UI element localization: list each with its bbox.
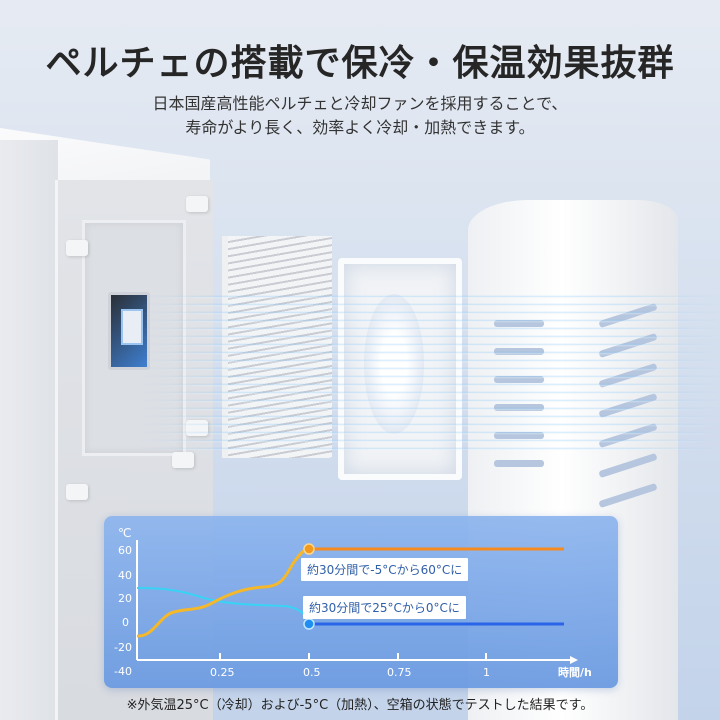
x-axis-arrow-icon bbox=[570, 656, 578, 664]
heating-callout: 約30分間で-5°Cから60°Cに bbox=[301, 558, 469, 581]
cooling-callout: 約30分間で25°Cから0°Cに bbox=[303, 596, 466, 619]
y-tick-label: 60 bbox=[118, 544, 132, 557]
y-tick-label: 40 bbox=[118, 569, 132, 582]
y-unit-label: ℃ bbox=[118, 526, 131, 540]
x-tick-label: 1 bbox=[483, 666, 490, 679]
mount-peg bbox=[172, 452, 194, 468]
subtitle-line-2: 寿命がより長く、効率よく冷却・加熱できます。 bbox=[185, 118, 535, 137]
temperature-chart: ℃ 60 40 20 0 -20 -40 0.25 0.5 0.75 1 時間/… bbox=[104, 516, 618, 688]
y-tick-label: -20 bbox=[114, 641, 132, 654]
heating-point bbox=[303, 543, 315, 555]
cooler-box-side bbox=[0, 140, 58, 720]
y-tick-label: 0 bbox=[122, 616, 129, 629]
y-tick-label: 20 bbox=[118, 592, 132, 605]
y-tick-label: -40 bbox=[114, 665, 132, 678]
x-axis-title: 時間/h bbox=[558, 665, 592, 679]
airflow-lines bbox=[140, 290, 720, 450]
subtitle: 日本国産高性能ペルチェと冷却ファンを採用することで、 寿命がより長く、効率よく冷… bbox=[0, 92, 720, 140]
mount-peg bbox=[186, 196, 208, 212]
cooling-point bbox=[303, 618, 315, 630]
heating-line bbox=[136, 547, 564, 638]
mount-peg bbox=[66, 240, 88, 256]
subtitle-line-1: 日本国産高性能ペルチェと冷却ファンを採用することで、 bbox=[152, 94, 568, 113]
chart-svg: ℃ 60 40 20 0 -20 -40 0.25 0.5 0.75 1 時間/… bbox=[114, 526, 592, 679]
x-tick-label: 0.25 bbox=[210, 666, 235, 679]
x-tick-label: 0.5 bbox=[303, 666, 321, 679]
page-title: ペルチェの搭載で保冷・保温効果抜群 bbox=[45, 43, 675, 84]
x-tick-label: 0.75 bbox=[387, 666, 412, 679]
test-conditions-footnote: ※外気温25°C（冷却）および-5°C（加熱）、空箱の状態でテストした結果です。 bbox=[126, 698, 594, 713]
mount-peg bbox=[66, 484, 88, 500]
